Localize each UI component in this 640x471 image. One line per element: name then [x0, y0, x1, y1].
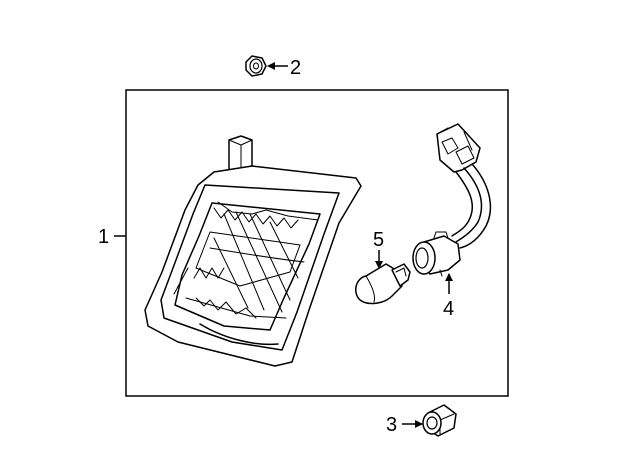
bulb — [355, 263, 411, 305]
callout-2: 2 — [267, 57, 301, 79]
callout-1-label: 1 — [98, 226, 109, 248]
assembly-frame — [125, 89, 509, 397]
grommet — [422, 404, 457, 437]
callout-5-label: 5 — [373, 229, 384, 251]
callout-5: 5 — [373, 229, 384, 269]
callout-4-label: 4 — [443, 298, 454, 320]
callout-3: 3 — [386, 414, 423, 436]
socket-wire-harness — [412, 123, 492, 277]
callout-2-label: 2 — [290, 57, 301, 79]
callout-4: 4 — [443, 273, 454, 320]
tail-lamp-housing — [144, 135, 362, 367]
callout-1: 1 — [98, 226, 126, 248]
nut — [245, 55, 267, 77]
callout-3-label: 3 — [386, 414, 397, 436]
